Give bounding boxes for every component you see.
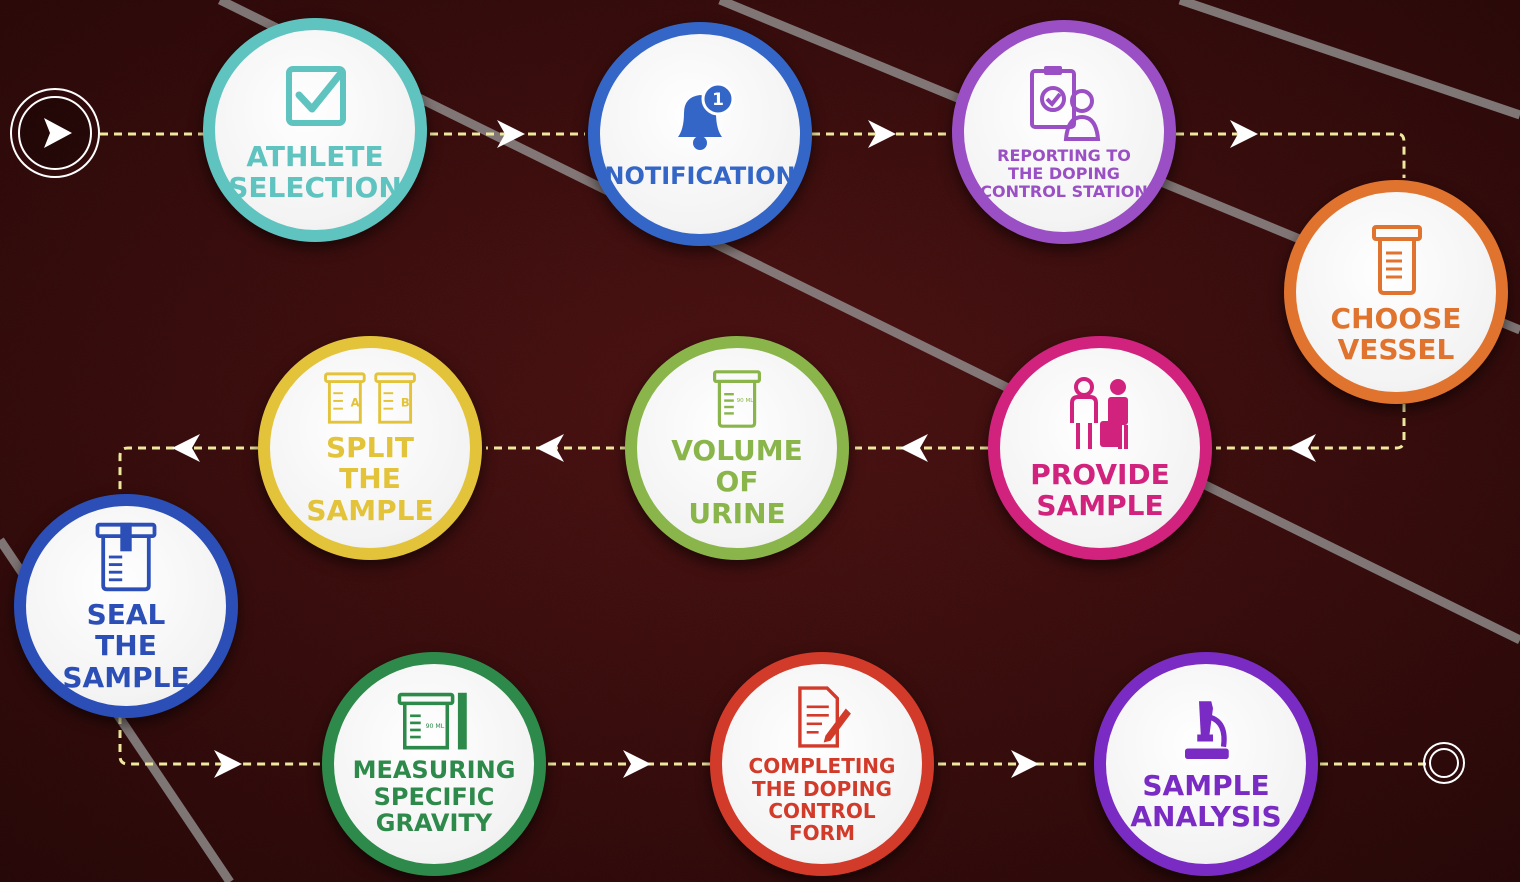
notification-badge: 1 bbox=[712, 90, 724, 110]
step-reporting-to-station: REPORTING TO THE DOPING CONTROL STATION bbox=[952, 20, 1176, 244]
step-label: SAMPLE ANALYSIS bbox=[1130, 768, 1282, 833]
step-notification: 1 NOTIFICATION bbox=[588, 22, 812, 246]
step-label: NOTIFICATION bbox=[604, 161, 796, 190]
arrow-left-icon bbox=[172, 434, 200, 462]
step-provide-sample: PROVIDE SAMPLE bbox=[988, 336, 1212, 560]
clipboard-person-icon bbox=[1030, 66, 1101, 142]
urine-cup-icon: 90 ML bbox=[713, 370, 761, 428]
step-label: PROVIDE SAMPLE bbox=[1030, 457, 1170, 522]
sealed-cup-icon bbox=[95, 522, 157, 592]
step-label: COMPLETING THE DOPING CONTROL FORM bbox=[748, 754, 896, 846]
step-label: CHOOSE VESSEL bbox=[1330, 301, 1462, 366]
arrow-left-icon bbox=[1288, 434, 1316, 462]
step-sample-analysis: SAMPLE ANALYSIS bbox=[1094, 652, 1318, 876]
arrow-left-icon bbox=[536, 434, 564, 462]
end-target-icon bbox=[1423, 742, 1465, 784]
step-label: SEAL THE SAMPLE bbox=[62, 597, 190, 694]
step-choose-vessel: CHOOSE VESSEL bbox=[1284, 180, 1508, 404]
cup-volume-mark: 90 ML bbox=[737, 398, 755, 404]
start-play-icon bbox=[10, 88, 100, 178]
people-icon bbox=[1070, 376, 1128, 449]
step-volume-of-urine: 90 ML VOLUME OF URINE bbox=[625, 336, 849, 560]
container-icon bbox=[1372, 224, 1422, 295]
arrow-right-icon bbox=[214, 750, 242, 778]
microscope-icon bbox=[1185, 700, 1229, 759]
cup-b-label: B bbox=[401, 396, 410, 410]
checkbox-icon bbox=[286, 65, 346, 126]
step-label: MEASURING SPECIFIC GRAVITY bbox=[352, 755, 516, 838]
step-measuring-specific-gravity: 90 ML MEASURING SPECIFIC GRAVITY bbox=[322, 652, 546, 876]
step-seal-sample: SEAL THE SAMPLE bbox=[14, 494, 238, 718]
arrow-right-icon bbox=[623, 750, 651, 778]
cup-a-label: A bbox=[351, 396, 360, 410]
step-label: SPLIT THE SAMPLE bbox=[306, 430, 434, 527]
step-label: REPORTING TO THE DOPING CONTROL STATION bbox=[980, 146, 1148, 201]
step-label: ATHLETE SELECTION bbox=[228, 139, 402, 204]
cup-volume-mark: 90 ML bbox=[426, 723, 445, 730]
step-split-sample: A B SPLIT THE SAMPLE bbox=[258, 336, 482, 560]
gauge-cup-icon: 90 ML bbox=[397, 692, 467, 750]
step-athlete-selection: ATHLETE SELECTION bbox=[203, 18, 427, 242]
split-cups-icon: A B bbox=[324, 372, 416, 424]
step-label: VOLUME OF URINE bbox=[671, 433, 803, 530]
arrow-left-icon bbox=[900, 434, 928, 462]
arrow-right-icon bbox=[497, 120, 525, 148]
arrow-right-icon bbox=[868, 120, 896, 148]
arrow-right-icon bbox=[1230, 120, 1258, 148]
step-completing-form: COMPLETING THE DOPING CONTROL FORM bbox=[710, 652, 934, 876]
form-pen-icon bbox=[798, 686, 851, 748]
arrow-right-icon bbox=[1011, 750, 1039, 778]
bell-icon: 1 bbox=[678, 82, 735, 150]
